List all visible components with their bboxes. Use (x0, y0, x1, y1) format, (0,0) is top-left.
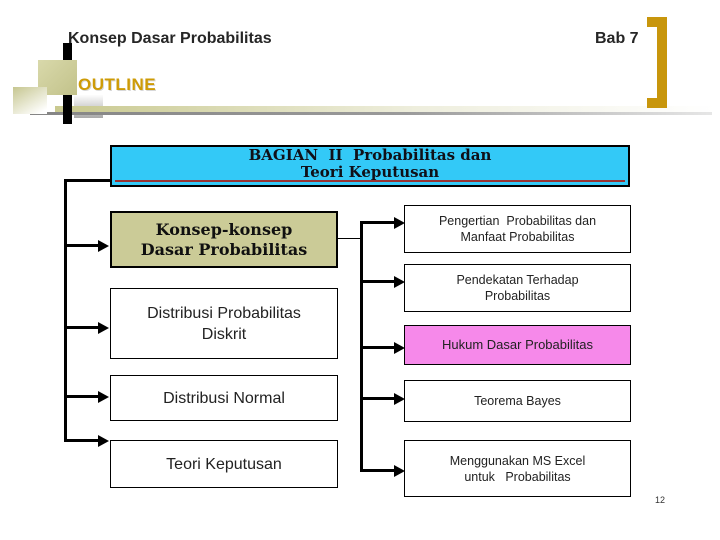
node-pengertian-probabilitas: Pengertian Probabilitas dan Manfaat Prob… (404, 205, 631, 253)
node-text: Dasar Probabilitas (140, 239, 308, 259)
node-text: untuk Probabilitas (464, 469, 571, 484)
node-text: Diskrit (201, 325, 247, 343)
node-text: Distribusi Normal (163, 389, 285, 407)
node-text: Manfaat Probabilitas (460, 230, 575, 244)
arrowhead-icon (394, 393, 405, 405)
divider-gray-line (30, 112, 712, 115)
node-distribusi-diskrit: Distribusi Probabilitas Diskrit (110, 288, 338, 359)
corner-gradient-square-decoration (13, 87, 47, 114)
connector-arrow-line (64, 395, 101, 398)
node-text: Menggunakan MS Excel (449, 453, 586, 468)
header-line-1: BAGIAN II Probabilitas dan (248, 146, 492, 164)
right-bracket-decoration (647, 17, 667, 108)
connector-arrow-line (360, 221, 396, 224)
node-ms-excel: Menggunakan MS Excel untuk Probabilitas (404, 440, 631, 497)
connector-arrow-line (360, 469, 396, 472)
page-number: 12 (655, 495, 666, 505)
header-red-underline (115, 180, 625, 182)
section-heading: OUTLINE (78, 75, 157, 94)
arrowhead-icon (394, 217, 405, 229)
node-distribusi-normal: Distribusi Normal (110, 375, 338, 421)
arrowhead-icon (98, 391, 109, 403)
arrowhead-icon (98, 322, 109, 334)
node-konsep-dasar: Konsep-konsep Dasar Probabilitas (110, 211, 338, 268)
arrowhead-icon (98, 240, 109, 252)
header-line-2: Teori Keputusan (300, 163, 440, 181)
connector-arrow-line (360, 280, 396, 283)
connector-to-header (64, 179, 110, 182)
node-text: Distribusi Probabilitas (147, 304, 301, 322)
node-text: Pengertian Probabilitas dan (438, 214, 597, 228)
connector-konsep-to-trunk (338, 238, 362, 239)
node-text: Konsep-konsep (155, 219, 293, 239)
arrowhead-icon (394, 342, 405, 354)
connector-arrow-line (360, 397, 396, 400)
arrowhead-icon (98, 435, 109, 447)
node-bagian-ii-header: BAGIAN II Probabilitas dan Teori Keputus… (110, 145, 630, 187)
slide-title: Konsep Dasar Probabilitas (68, 30, 272, 47)
node-text: Pendekatan Terhadap (456, 273, 579, 287)
node-text: Teorema Bayes (474, 394, 561, 408)
connector-arrow-line (64, 439, 101, 442)
node-text: Teori Keputusan (166, 455, 282, 473)
node-hukum-dasar: Hukum Dasar Probabilitas (404, 325, 631, 365)
node-text: Probabilitas (484, 289, 551, 303)
node-teori-keputusan: Teori Keputusan (110, 440, 338, 488)
arrowhead-icon (394, 276, 405, 288)
node-pendekatan-terhadap: Pendekatan Terhadap Probabilitas (404, 264, 631, 312)
connector-arrow-line (360, 346, 396, 349)
arrowhead-icon (394, 465, 405, 477)
connector-left-trunk (64, 179, 67, 442)
chapter-label: Bab 7 (595, 30, 639, 47)
connector-arrow-line (64, 326, 101, 329)
node-teorema-bayes: Teorema Bayes (404, 380, 631, 422)
node-text: Hukum Dasar Probabilitas (441, 337, 593, 352)
divider-khaki-band (55, 106, 715, 112)
connector-arrow-line (64, 244, 101, 247)
